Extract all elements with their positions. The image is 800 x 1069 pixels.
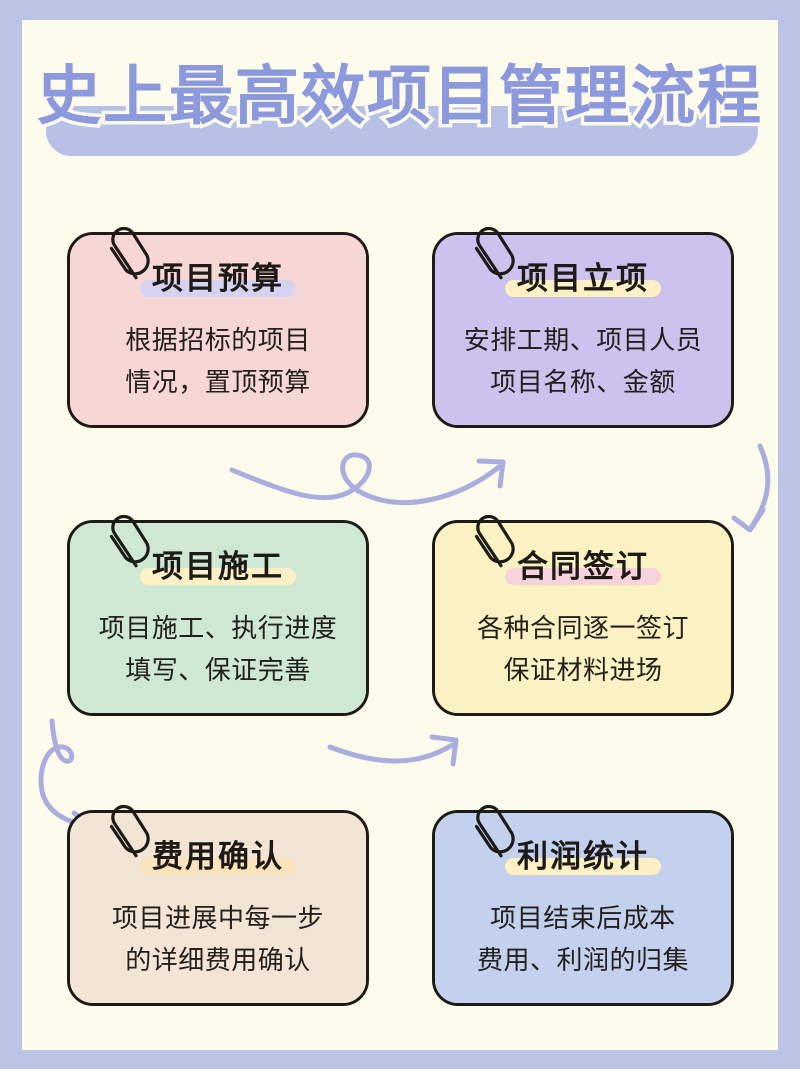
- poster-inner-canvas: 史上最高效项目管理流程 史上最高效项目管理流程 项目预算: [22, 20, 778, 1050]
- card-cost[interactable]: 费用确认 项目进展中每一步 的详细费用确认: [67, 804, 369, 1006]
- card-contract-heading: 合同签订: [435, 545, 731, 589]
- card-initiation-body: 安排工期、项目人员 项目名称、金额: [463, 325, 703, 397]
- card-contract-heading-highlight: 合同签订: [505, 545, 661, 589]
- card-profit-heading: 利润统计: [435, 835, 731, 879]
- title-text-stroke: 史上最高效项目管理流程: [34, 57, 765, 136]
- card-initiation-heading-highlight: 项目立项: [505, 257, 661, 301]
- card-cost-heading: 费用确认: [70, 835, 366, 879]
- title-highlight-bar: [46, 106, 758, 156]
- card-cost-heading-highlight: 费用确认: [140, 835, 296, 879]
- card-contract-body: 各种合同逐一签订 保证材料进场: [476, 613, 689, 685]
- card-initiation-heading: 项目立项: [435, 257, 731, 301]
- card-profit-body: 项目结束后成本 费用、利润的归集: [476, 903, 689, 975]
- card-budget-body: 根据招标的项目 情况，置顶预算: [125, 325, 311, 397]
- title-text: 史上最高效项目管理流程: [37, 60, 763, 132]
- card-construction-heading: 项目施工: [70, 545, 366, 589]
- card-initiation[interactable]: 项目立项 安排工期、项目人员 项目名称、金额: [432, 226, 734, 428]
- card-contract[interactable]: 合同签订 各种合同逐一签订 保证材料进场: [432, 514, 734, 716]
- arrow-curve-down: [731, 443, 771, 533]
- arrow-curve-right: [327, 734, 459, 767]
- card-profit-heading-highlight: 利润统计: [505, 835, 661, 879]
- card-budget-heading-highlight: 项目预算: [140, 257, 296, 301]
- card-budget-heading: 项目预算: [70, 257, 366, 301]
- card-profit[interactable]: 利润统计 项目结束后成本 费用、利润的归集: [432, 804, 734, 1006]
- card-construction-body: 项目施工、执行进度 填写、保证完善: [98, 613, 338, 685]
- card-construction[interactable]: 项目施工 项目施工、执行进度 填写、保证完善: [67, 514, 369, 716]
- card-cost-body: 项目进展中每一步 的详细费用确认: [111, 903, 324, 975]
- arrow-loop-right: [229, 452, 506, 505]
- card-budget[interactable]: 项目预算 根据招标的项目 情况，置顶预算: [67, 226, 369, 428]
- card-construction-heading-highlight: 项目施工: [140, 545, 296, 589]
- page-title: 史上最高效项目管理流程 史上最高效项目管理流程: [22, 44, 778, 156]
